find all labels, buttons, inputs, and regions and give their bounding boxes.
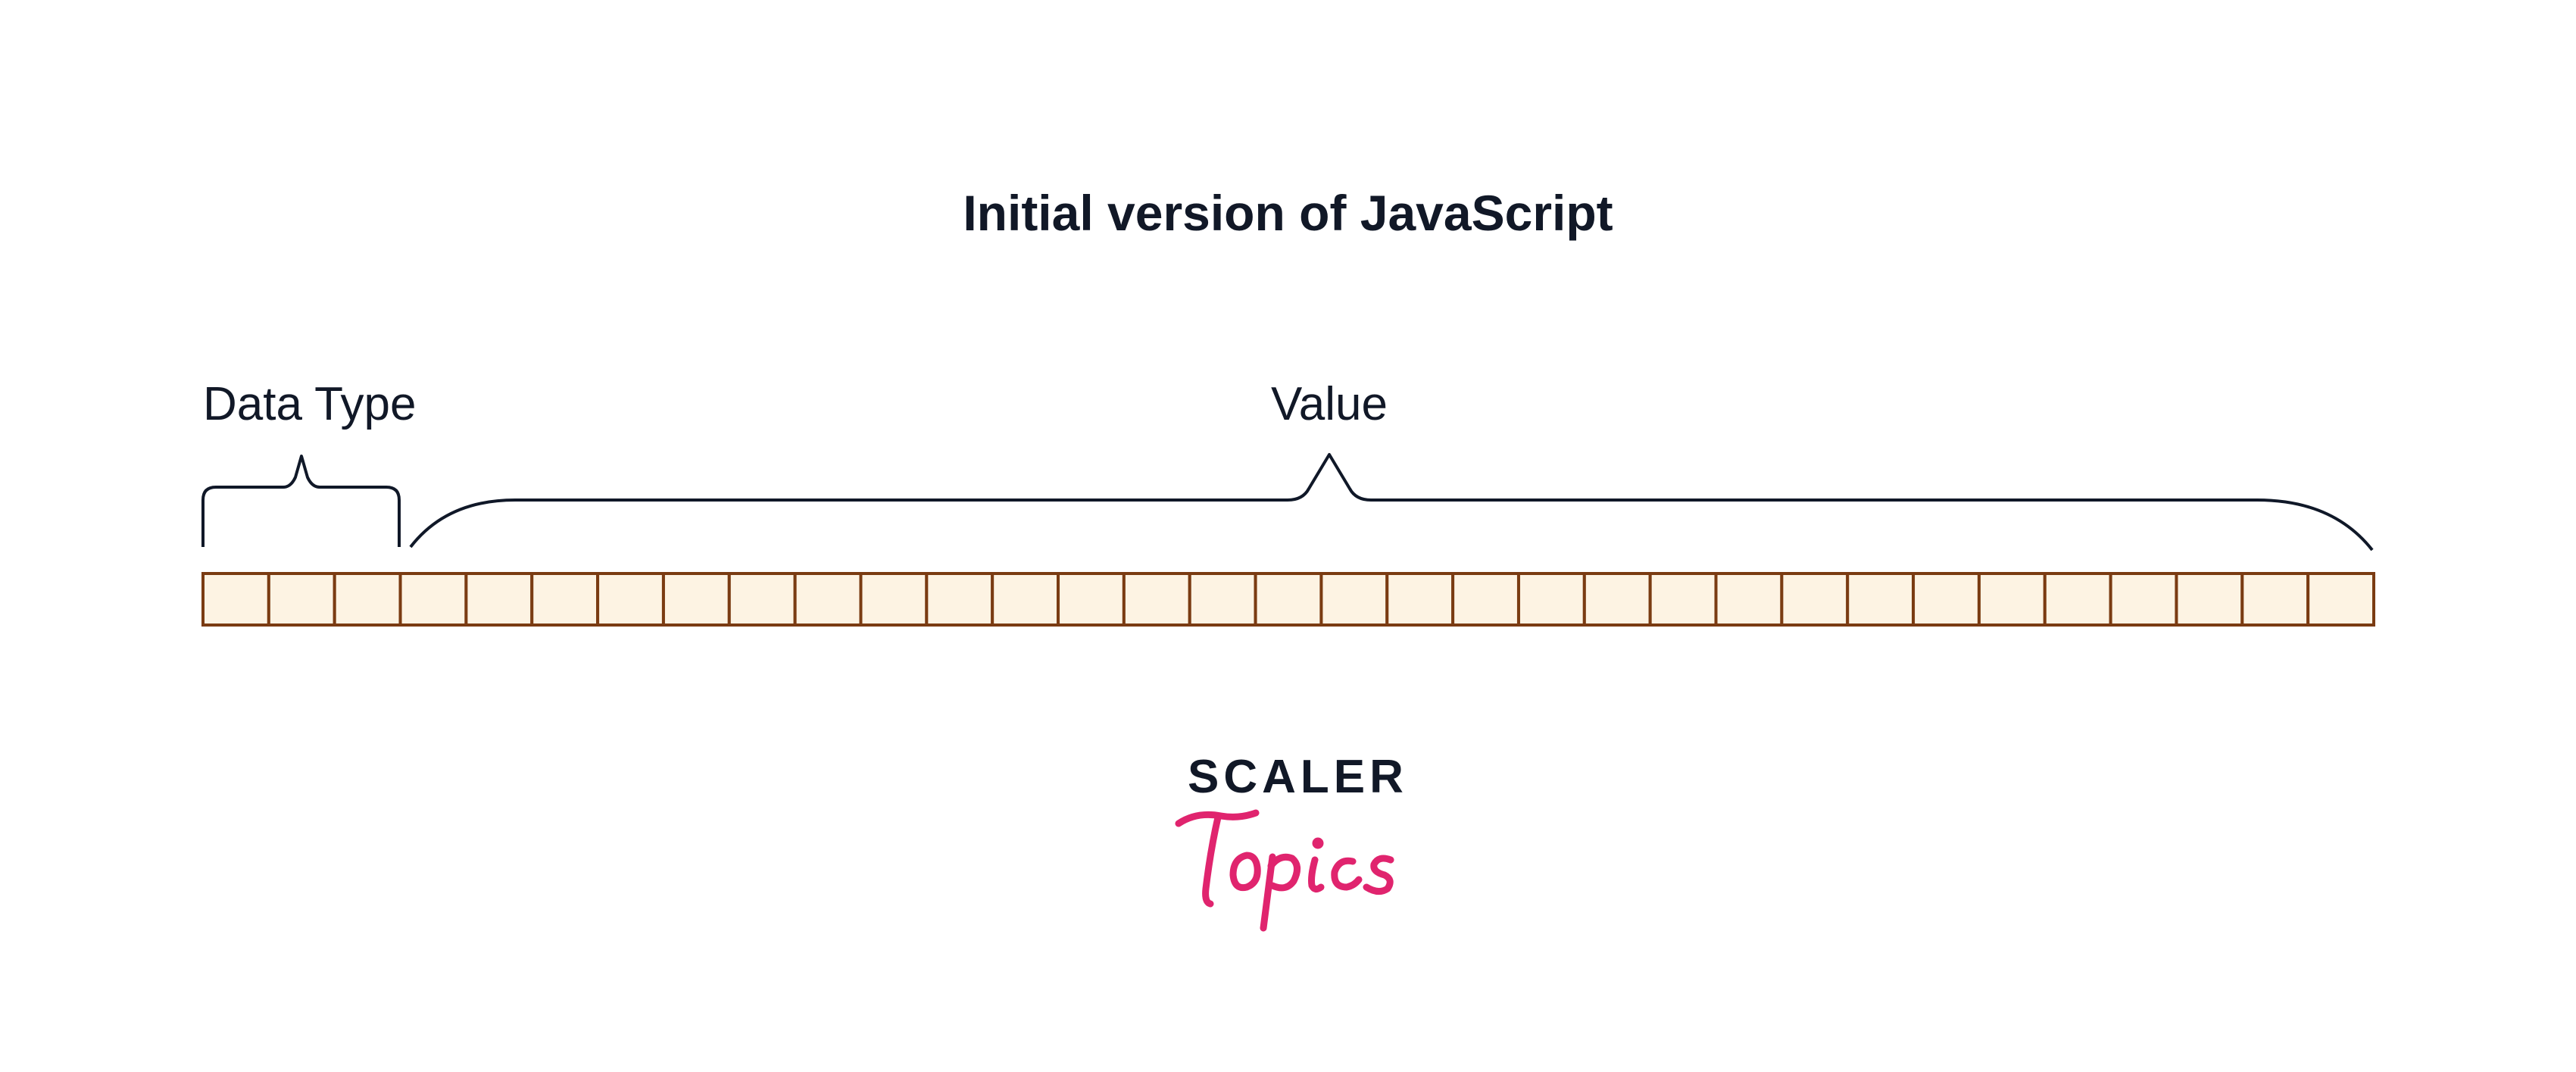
value-brace bbox=[409, 453, 2374, 552]
value-bit-cell bbox=[793, 572, 863, 627]
value-bit-cell bbox=[2175, 572, 2244, 627]
value-bit-cell bbox=[1582, 572, 1652, 627]
value-bit-cell bbox=[727, 572, 797, 627]
data-type-bit-cell bbox=[333, 572, 402, 627]
data-type-brace bbox=[201, 455, 401, 547]
value-bit-cell bbox=[991, 572, 1060, 627]
value-bit-cell bbox=[1451, 572, 1520, 627]
value-bit-cell bbox=[530, 572, 600, 627]
value-bit-cell bbox=[1188, 572, 1257, 627]
value-bit-cell bbox=[1122, 572, 1191, 627]
logo-brand-text: SCALER bbox=[1188, 751, 1408, 803]
logo-topics-script bbox=[1175, 809, 1394, 932]
value-bit-cell bbox=[596, 572, 665, 627]
value-bit-cell bbox=[859, 572, 929, 627]
value-bit-cell bbox=[464, 572, 534, 627]
value-bit-cell bbox=[925, 572, 994, 627]
value-bit-cell bbox=[2240, 572, 2310, 627]
value-bit-cell bbox=[2306, 572, 2376, 627]
data-type-bit-cell bbox=[267, 572, 336, 627]
data-type-bit-cell bbox=[201, 572, 270, 627]
bit-cells bbox=[201, 572, 2376, 627]
value-bit-cell bbox=[1385, 572, 1455, 627]
value-bit-cell bbox=[1912, 572, 1981, 627]
scaler-topics-logo: SCALER bbox=[1166, 754, 1409, 943]
value-bit-cell bbox=[1516, 572, 1586, 627]
value-bit-cell bbox=[1977, 572, 2047, 627]
value-bit-cell bbox=[1846, 572, 1916, 627]
diagram-title: Initial version of JavaScript bbox=[963, 185, 1613, 241]
data-type-label: Data Type bbox=[203, 378, 417, 430]
value-bit-cell bbox=[1057, 572, 1126, 627]
value-bit-cell bbox=[1648, 572, 1718, 627]
value-bit-cell bbox=[1254, 572, 1323, 627]
value-bit-cell bbox=[1780, 572, 1850, 627]
value-bit-cell bbox=[2043, 572, 2112, 627]
value-bit-cell bbox=[661, 572, 731, 627]
value-bit-cell bbox=[1714, 572, 1784, 627]
value-bit-cell bbox=[1319, 572, 1389, 627]
value-label: Value bbox=[1271, 378, 1388, 430]
value-bit-cell bbox=[2109, 572, 2178, 627]
value-bit-cell bbox=[398, 572, 468, 627]
